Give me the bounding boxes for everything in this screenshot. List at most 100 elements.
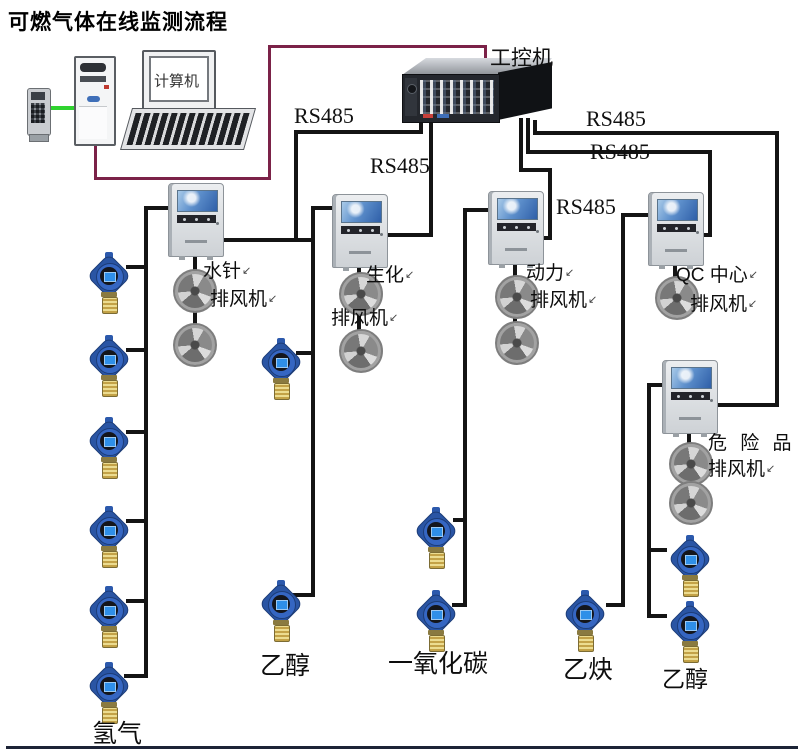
zone2-fan-label: 排风机↙ <box>331 308 399 329</box>
controller-led <box>696 231 699 234</box>
return-mark: ↙ <box>748 298 758 310</box>
wire-fan-stub <box>193 306 197 324</box>
wire-bus-col4 <box>606 603 623 607</box>
controller-led <box>536 230 539 233</box>
exhaust-fan-zone1-a <box>173 269 217 313</box>
wire-rs485-3 <box>548 168 552 240</box>
exhaust-fan-zone5-a <box>669 442 713 486</box>
gas-detector-col1 <box>86 417 132 479</box>
wire-fan-stub <box>513 263 517 277</box>
monitor-label: 计算机 <box>154 73 200 90</box>
power-button <box>87 96 100 102</box>
return-mark: ↙ <box>268 293 278 305</box>
controller-zone5 <box>662 360 718 437</box>
wire-rs485-4 <box>775 131 779 407</box>
return-mark: ↙ <box>242 265 252 277</box>
controller-model-text <box>185 240 207 243</box>
wire-bus-col1 <box>126 430 148 434</box>
pc-tower <box>74 56 116 146</box>
controller-zone2 <box>332 194 388 271</box>
wire-rs485-1 <box>294 130 298 242</box>
wire-bus-col5 <box>649 614 667 618</box>
wire-reader-link <box>49 106 75 110</box>
reader-keypad <box>31 103 45 123</box>
wire-bus-col2 <box>296 351 311 355</box>
io-card-slots <box>420 80 494 114</box>
industrial-pc-label: 工控机 <box>490 47 553 70</box>
wire-rs485-5 <box>526 118 530 154</box>
gas-detector-col3 <box>413 507 459 569</box>
gas-detector-col3 <box>413 590 459 652</box>
return-mark: ↙ <box>766 463 776 475</box>
access-reader-device <box>27 88 51 142</box>
wire-bus-col2 <box>311 206 315 597</box>
zone4-label: QC 中心↙ <box>676 265 758 286</box>
wire-bus-col3 <box>463 208 488 212</box>
zone3-label: 动力↙ <box>526 263 575 284</box>
controller-glands <box>659 265 693 269</box>
wire-rs485-2 <box>386 233 433 237</box>
wire-fan-stub <box>687 430 691 444</box>
wire-bus-col1 <box>126 265 148 269</box>
controller-model-text <box>505 248 527 251</box>
wire-pc-link <box>94 140 97 180</box>
drive-bay <box>80 76 106 82</box>
wire-bus-col4 <box>621 213 625 607</box>
wire-rs485-1 <box>298 238 315 242</box>
slot-chip-blue <box>437 114 449 118</box>
rs485-label-5: RS485 <box>590 139 650 164</box>
wire-rs485-4 <box>716 403 779 407</box>
controller-screen <box>341 201 382 223</box>
controller-buttons <box>177 215 216 223</box>
rs485-label-1: RS485 <box>294 103 354 128</box>
wire-rs485-3 <box>519 168 552 172</box>
wire-bus-col1 <box>144 206 148 676</box>
gas-detector-col1 <box>86 335 132 397</box>
reader-base <box>29 134 49 142</box>
wire-pc-link <box>268 45 271 180</box>
exhaust-fan-zone4-a <box>655 276 699 320</box>
gas-detector-col1 <box>86 662 132 724</box>
wire-rs485-1 <box>294 130 423 134</box>
controller-zone1 <box>168 183 224 260</box>
wire-rs485-4 <box>533 131 779 135</box>
rs485-label-4: RS485 <box>586 106 646 131</box>
controller-screen <box>177 190 218 212</box>
wire-bus-col4 <box>621 213 648 217</box>
gas-label-hydrogen: 氢气 <box>92 720 143 748</box>
wire-bus-col1 <box>126 599 148 603</box>
wire-bus-col1 <box>144 206 168 210</box>
exhaust-fan-zone5-b <box>669 481 713 525</box>
zone2-label: 生化↙ <box>366 265 415 286</box>
wire-bus-col1 <box>126 348 148 352</box>
tower-front-door <box>79 106 107 139</box>
rs485-label-3: RS485 <box>556 194 616 219</box>
wire-pc-link <box>94 177 271 180</box>
power-led <box>104 85 109 89</box>
controller-buttons <box>341 226 380 234</box>
gas-detector-col1 <box>86 252 132 314</box>
controller-glands <box>179 256 213 260</box>
wire-bus-col1 <box>126 519 148 523</box>
wire-bus-col1 <box>124 674 148 678</box>
slot-chip-red <box>423 114 433 118</box>
wire-rs485-3 <box>519 118 523 172</box>
gas-detector-col2 <box>258 338 304 400</box>
wire-bus-col5 <box>649 548 667 552</box>
wire-rs485-1 <box>222 238 298 242</box>
exhaust-fan-zone2-a <box>339 272 383 316</box>
return-mark: ↙ <box>748 269 758 281</box>
gas-detector-col1 <box>86 506 132 568</box>
controller-led <box>216 222 219 225</box>
controller-glands <box>343 267 377 271</box>
controller-screen <box>497 198 538 220</box>
wire-bus-col3 <box>452 603 465 607</box>
wire-bus-col5 <box>647 383 662 387</box>
controller-model-text <box>349 251 371 254</box>
gas-label-ethanol-2: 乙醇 <box>662 666 708 692</box>
exhaust-fan-zone3-a <box>495 275 539 319</box>
return-mark: ↙ <box>405 269 415 281</box>
wire-rs485-1 <box>419 118 423 132</box>
wire-fan-stub <box>357 309 361 330</box>
